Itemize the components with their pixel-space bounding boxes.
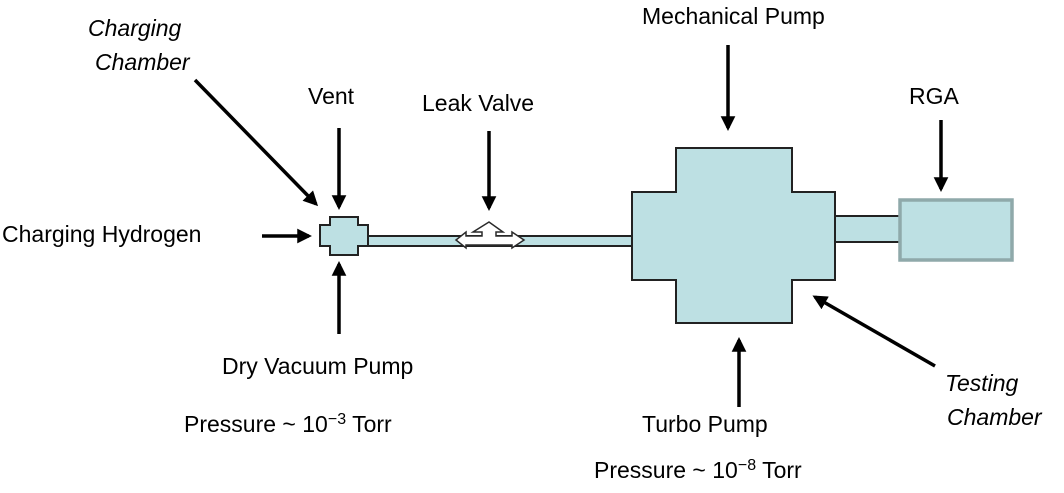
vent-label: Vent	[308, 83, 355, 109]
mechanical-pump-label: Mechanical Pump	[642, 3, 825, 29]
testing-chamber-label-line2: Chamber	[947, 404, 1043, 430]
rga-label: RGA	[909, 83, 960, 109]
leak-valve-icon	[454, 221, 526, 250]
pressure-testing-label: Pressure ~ 10−8 Torr	[594, 457, 802, 483]
pressure-charging-exponent: −3	[328, 411, 346, 428]
turbo-pump-label: Turbo Pump	[642, 411, 768, 437]
rga-box	[898, 198, 1014, 262]
charging-hydrogen-label: Charging Hydrogen	[2, 221, 201, 247]
pressure-charging-label: Pressure ~ 10−3 Torr	[184, 411, 392, 437]
testing-chamber-arrow	[812, 295, 936, 368]
pressure-testing-exponent: −8	[738, 457, 756, 474]
dry-vacuum-pump-label: Dry Vacuum Pump	[222, 353, 413, 379]
charging-chamber-shape	[319, 216, 369, 256]
rga-connector-pipe	[833, 215, 903, 243]
charging-chamber-arrow	[193, 78, 319, 207]
pressure-testing-unit: Torr	[756, 457, 802, 483]
testing-chamber-label-line1: Testing	[945, 370, 1019, 396]
charging-chamber-label-line1: Charging	[88, 15, 182, 41]
charging-chamber-label-line2: Chamber	[95, 49, 191, 75]
leak-valve-label: Leak Valve	[422, 90, 534, 116]
pressure-testing-prefix: Pressure ~ 10	[594, 457, 738, 483]
testing-chamber-shape	[631, 147, 836, 324]
pressure-charging-prefix: Pressure ~ 10	[184, 411, 328, 437]
pressure-charging-unit: Torr	[346, 411, 392, 437]
